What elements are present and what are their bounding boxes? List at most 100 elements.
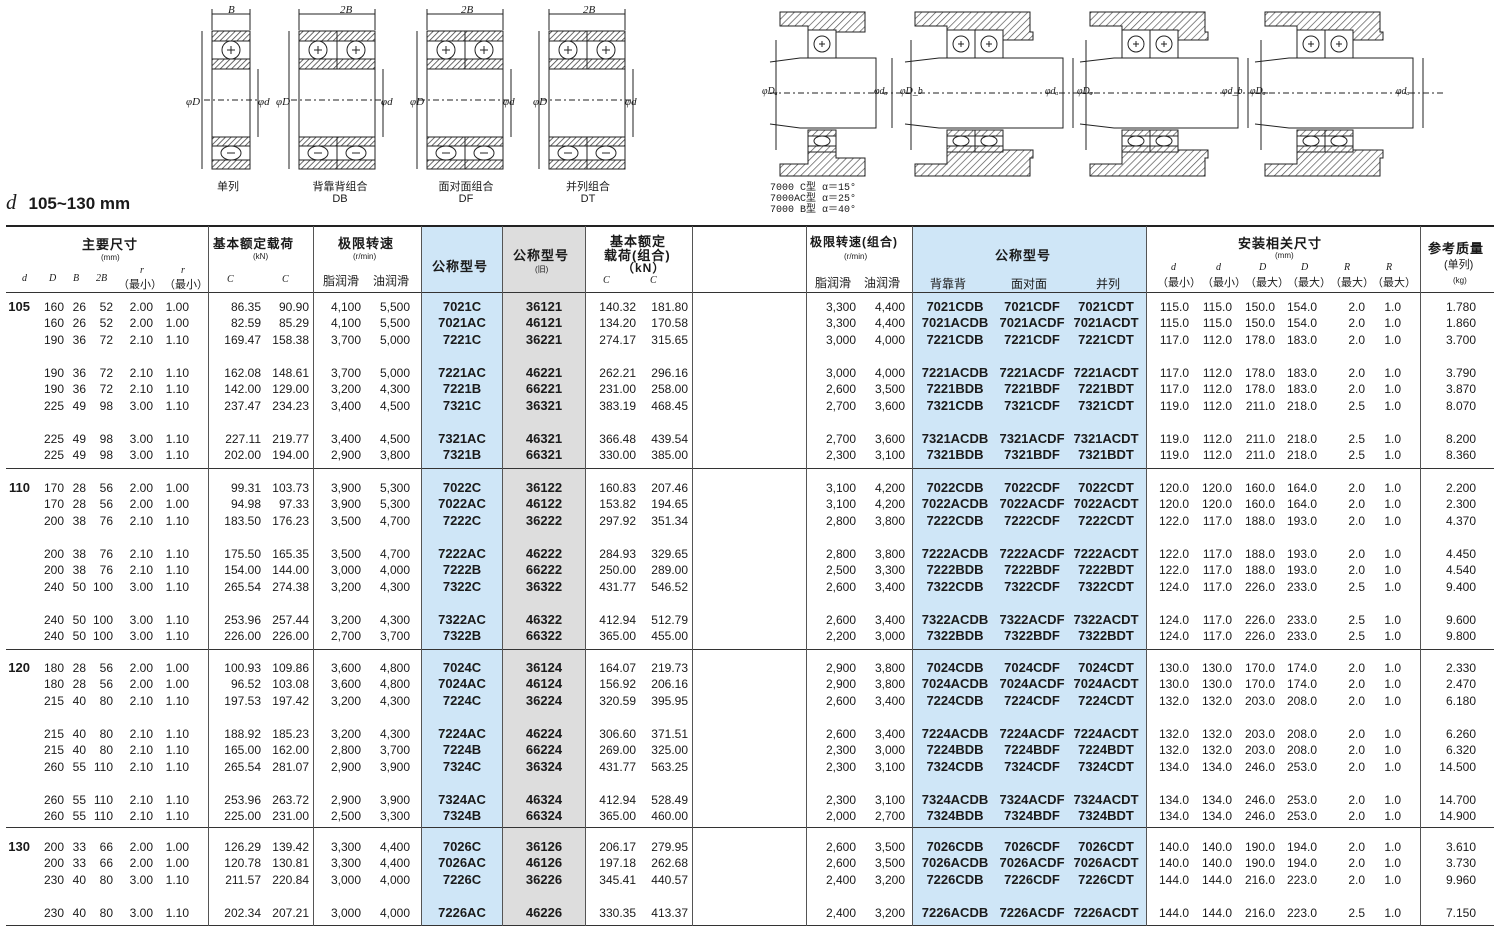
cell-mount-db: 130.0 (1201, 677, 1232, 692)
cell-combo-load-c0r: 546.52 (651, 579, 688, 594)
cell-chamfer-r: 2.10 (129, 792, 153, 807)
cell-combo-load-cr: 262.21 (599, 365, 636, 380)
cell-combo-load-c0r: 385.00 (651, 448, 688, 463)
header-ra-note: （最大） (1330, 277, 1374, 289)
cell-load-cr: 226.00 (224, 629, 261, 644)
cell-speed-grease: 2,700 (330, 629, 361, 644)
cell-mount-db: 117.0 (1202, 513, 1232, 528)
cell-model-db: 7024CDB (926, 660, 984, 675)
cell-mass: 8.070 (1445, 398, 1476, 413)
cell-combo-load-cr: 160.83 (599, 481, 636, 495)
cell-speed-oil: 5,000 (379, 332, 410, 347)
cell-load-c0r: 226.00 (272, 629, 309, 644)
cell-model-df: 7321BDF (1004, 447, 1060, 463)
cell-combo-speed-oil: 3,800 (874, 513, 905, 528)
header-load2-b: 载荷(组合) (604, 248, 671, 263)
header-old: (旧) (535, 265, 549, 274)
cell-load-cr: 96.52 (230, 677, 261, 692)
cell-speed-oil: 3,300 (379, 809, 410, 824)
cell-speed-grease: 4,100 (330, 316, 361, 331)
mounting-diagram (1079, 11, 1268, 177)
cell-mount-rb: 1.0 (1384, 743, 1401, 758)
cell-mount-da: 132.0 (1158, 693, 1189, 708)
cell-combo-load-cr: 431.77 (599, 579, 636, 594)
cell-mount-Da: 211.0 (1245, 398, 1275, 413)
cell-mount-rb: 1.0 (1384, 629, 1401, 644)
cell-combo-load-cr: 412.94 (599, 612, 636, 627)
header-oil2: 油润滑 (864, 276, 901, 290)
cell-mount-da: 134.0 (1158, 792, 1189, 807)
cell-model-df: 7221BDF (1004, 381, 1060, 397)
cell-mass: 4.370 (1445, 513, 1476, 528)
cell-chamfer-r: 3.00 (129, 398, 153, 413)
cell-width-2B: 76 (99, 513, 113, 528)
header-mount: 安装相关尺寸 (1238, 236, 1323, 251)
cell-outer-D: 160 (43, 300, 64, 314)
cell-old-model: 66224 (525, 742, 563, 758)
cell-mount-Da: 203.0 (1244, 693, 1275, 708)
cell-model: 7222AC (438, 545, 486, 561)
cell-mount-Db: 164.0 (1286, 481, 1317, 495)
cell-load-c0r: 207.21 (272, 905, 309, 920)
cell-outer-D: 160 (43, 316, 64, 331)
cell-chamfer-r: 2.10 (129, 563, 153, 578)
cell-model-df: 7024ACDF (999, 676, 1065, 692)
cell-combo-load-c0r: 258.00 (651, 382, 688, 397)
cell-mass: 4.450 (1445, 546, 1476, 561)
cell-model-df: 7021CDF (1004, 299, 1060, 314)
cell-model: 7324C (442, 758, 482, 774)
col-divider (208, 226, 209, 926)
cell-combo-speed-oil: 3,600 (874, 431, 905, 446)
cell-chamfer-r1: 1.10 (165, 629, 189, 644)
cell-width-B: 40 (72, 726, 86, 741)
cell-mount-db: 112.0 (1202, 332, 1232, 347)
cell-model-dt: 7222CDT (1078, 512, 1134, 528)
cell-combo-speed-grease: 2,300 (825, 759, 856, 774)
cell-load-c0r: 281.07 (272, 759, 309, 774)
cell-mount-Db: 154.0 (1286, 316, 1317, 331)
cell-mount-Da: 246.0 (1244, 792, 1275, 807)
cell-mount-Db: 194.0 (1286, 840, 1317, 854)
cell-mount-Db: 174.0 (1286, 677, 1317, 692)
cell-mount-da: 122.0 (1158, 513, 1189, 528)
cell-model-dt: 7321BDT (1078, 447, 1134, 463)
cell-mount-Da: 188.0 (1244, 563, 1275, 578)
cell-mount-Db: 253.0 (1286, 759, 1317, 774)
header-r: r (140, 265, 144, 276)
cell-speed-grease: 3,300 (330, 840, 361, 854)
header-mm: (mm) (101, 253, 120, 262)
header-Da-note: （最大） (1245, 277, 1289, 289)
cell-load-cr: 197.53 (224, 693, 261, 708)
ball-icon (1155, 135, 1173, 147)
cell-mount-db: 120.0 (1201, 481, 1232, 495)
cell-mount-Db: 154.0 (1286, 300, 1317, 314)
cell-width-2B: 76 (99, 546, 113, 561)
dim-label-D: φD (410, 96, 425, 108)
cell-mount-da: 119.0 (1159, 448, 1189, 463)
cell-width-2B: 66 (99, 840, 113, 854)
cell-old-model: 46222 (525, 545, 563, 561)
cell-speed-oil: 4,300 (379, 382, 410, 397)
cell-speed-grease: 4,100 (330, 300, 361, 314)
cell-mount-db: 140.0 (1201, 840, 1232, 854)
cell-load-c0r: 158.38 (272, 332, 309, 347)
cell-mass: 9.800 (1445, 629, 1476, 644)
cell-model-db: 7221BDB (926, 381, 984, 397)
bearing-diagrams (201, 9, 1443, 177)
cell-mount-ra: 2.0 (1348, 513, 1365, 528)
cell-chamfer-r1: 1.00 (165, 300, 189, 314)
cell-combo-load-cr: 153.82 (599, 497, 636, 512)
cell-chamfer-r1: 1.10 (165, 365, 189, 380)
cell-model: 7026AC (438, 855, 486, 871)
cell-mount-Db: 218.0 (1286, 398, 1317, 413)
cell-mount-db: 117.0 (1202, 612, 1232, 627)
cell-model-df: 7322ACDF (999, 611, 1065, 627)
cell-speed-oil: 4,800 (379, 661, 410, 675)
cell-mount-da: 119.0 (1159, 431, 1189, 446)
